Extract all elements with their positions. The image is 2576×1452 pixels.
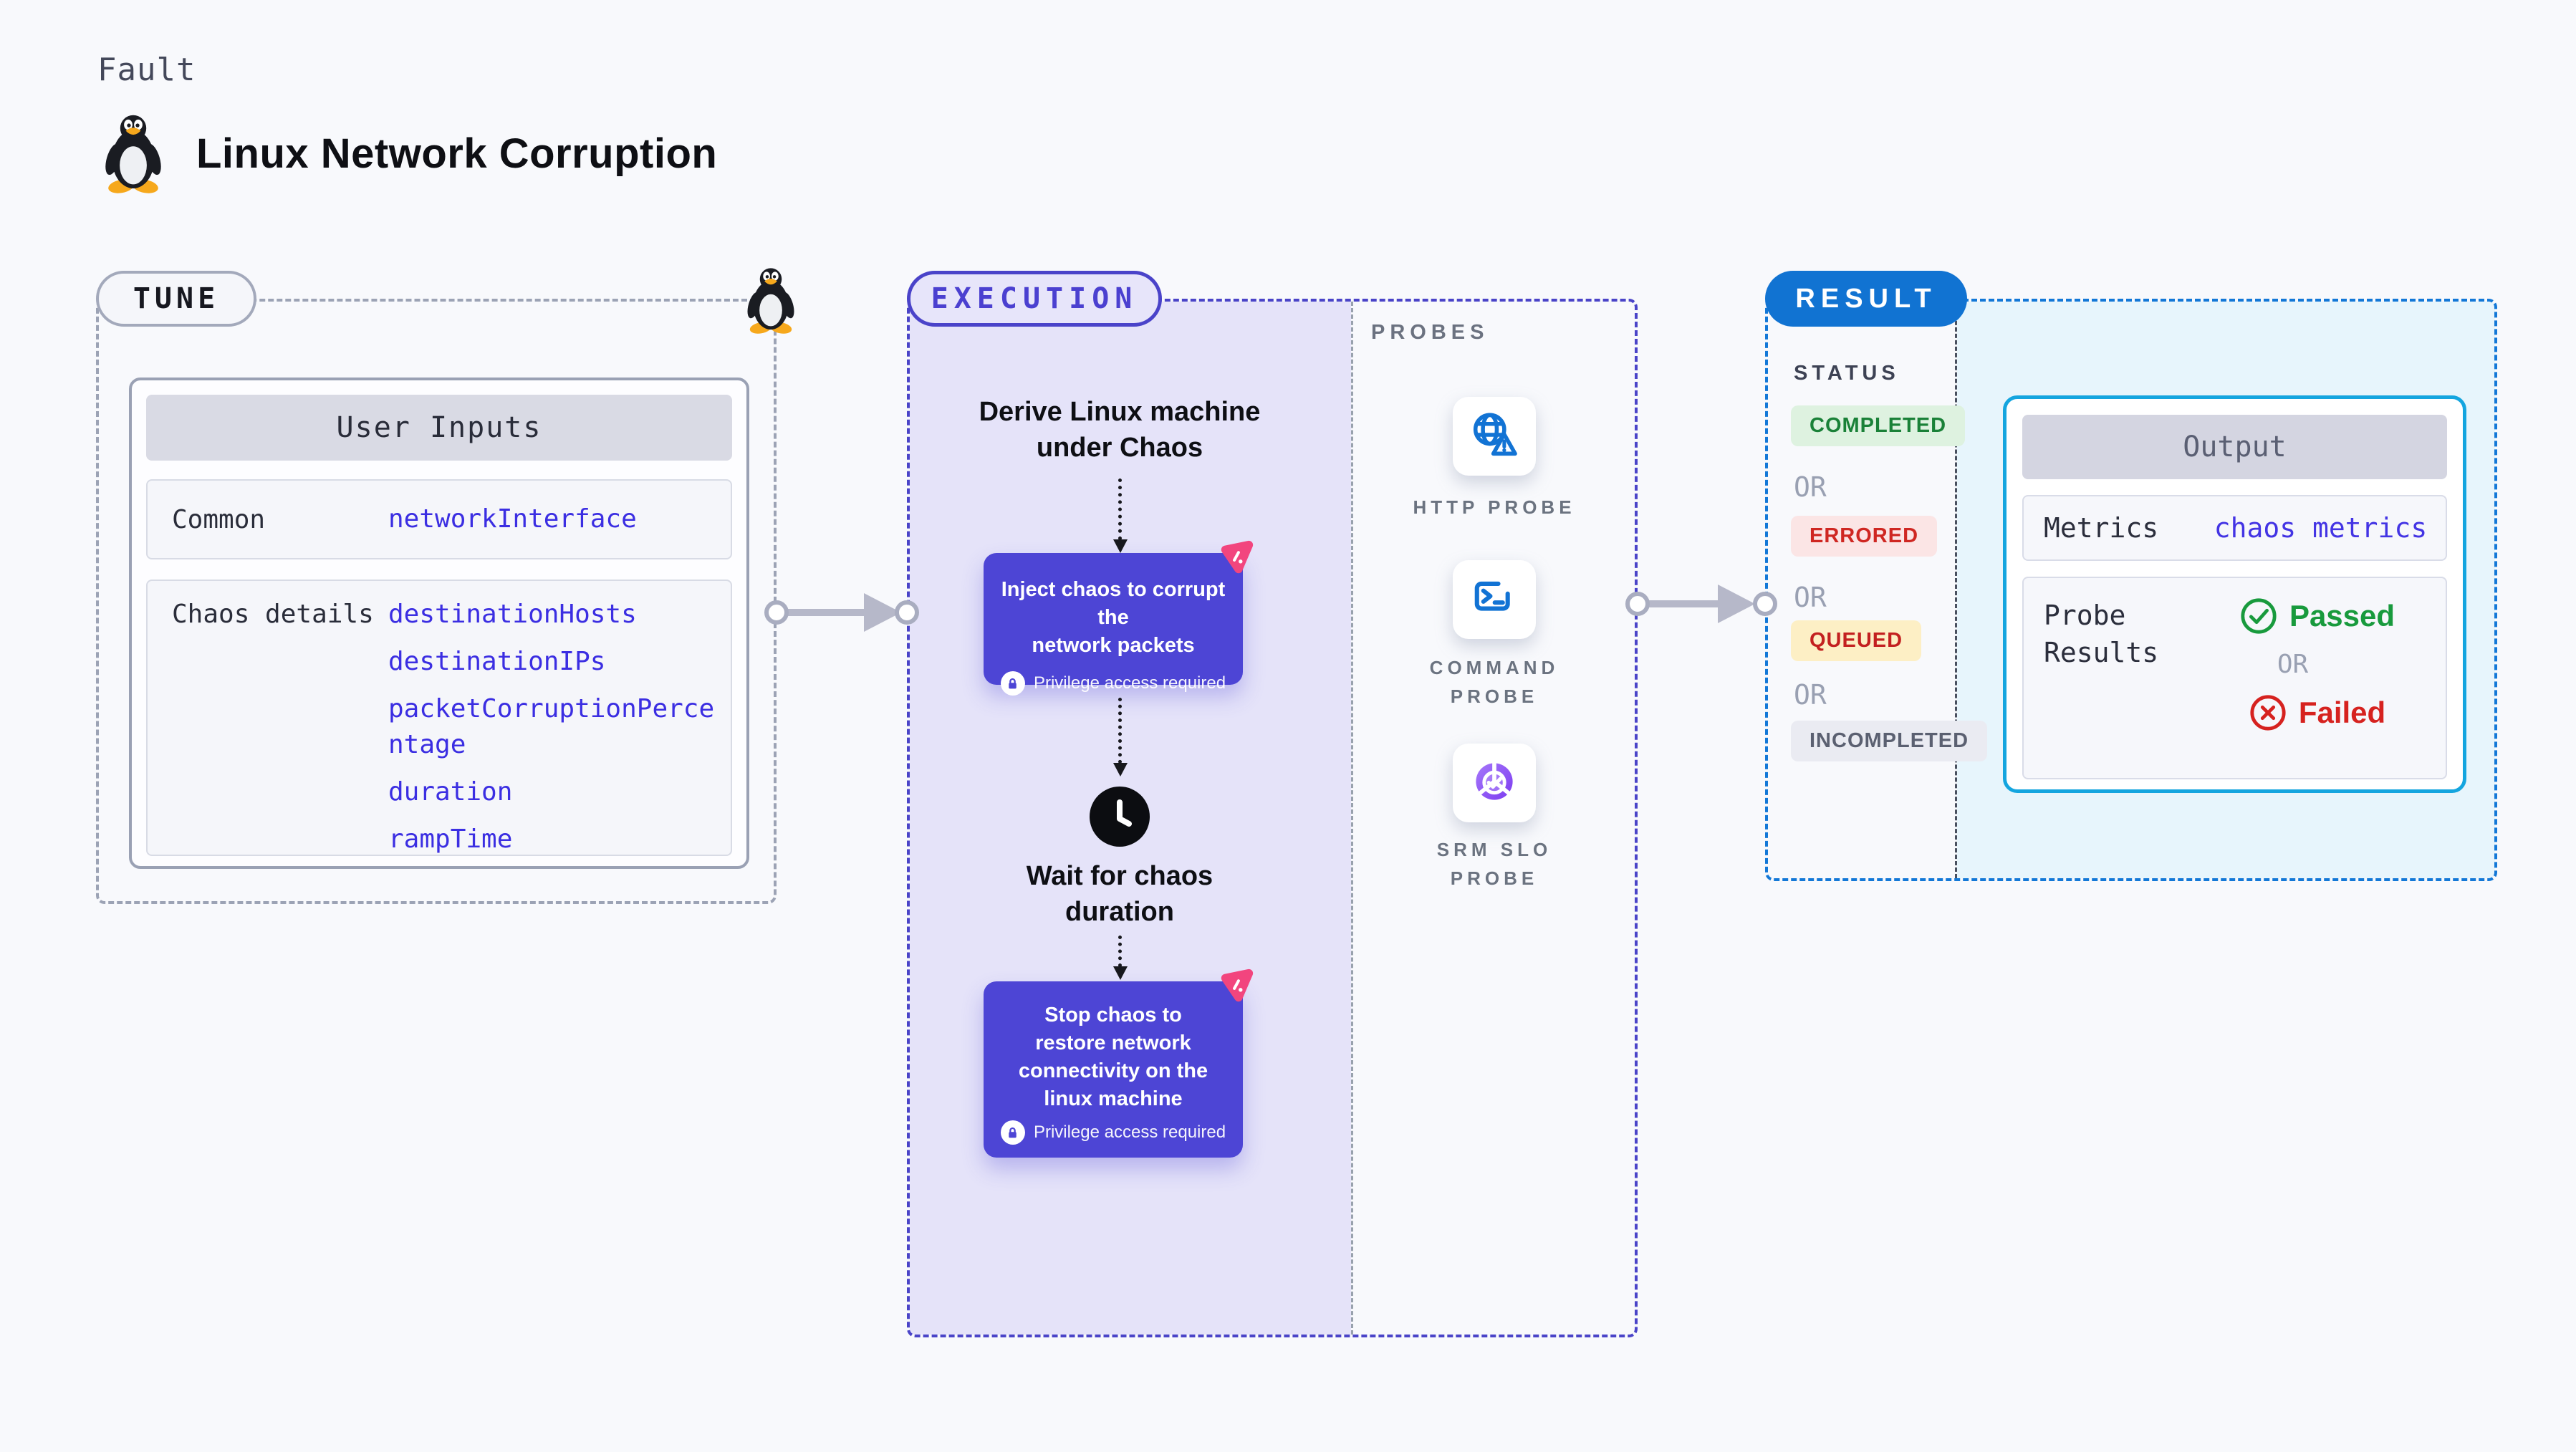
user-inputs-title: User Inputs <box>146 395 732 461</box>
privilege-label: Privilege access required <box>1033 673 1226 693</box>
failed-label: Failed <box>2298 696 2386 729</box>
input-value: packetCorruptionPercentage <box>388 694 715 759</box>
passed-label: Passed <box>2289 599 2395 633</box>
input-value: rampTime <box>388 824 513 854</box>
execution-pill: EXECUTION <box>907 271 1162 327</box>
x-circle-icon <box>2249 693 2287 732</box>
wait-step-label: Wait for chaos duration <box>1026 861 1213 927</box>
user-inputs-card: User Inputs Common networkInterface Chao… <box>129 378 749 869</box>
terminal-icon <box>1469 572 1520 628</box>
http-probe-label: HTTP PROBE <box>1413 496 1576 518</box>
input-value: duration <box>388 777 513 807</box>
tune-pill: TUNE <box>96 271 256 327</box>
row-label: Common <box>172 504 266 534</box>
stop-line: linux machine <box>1044 1087 1183 1110</box>
result-section-border <box>1765 299 2497 881</box>
status-badge-completed: COMPLETED <box>1791 405 1966 446</box>
or-separator: OR <box>1794 471 1827 503</box>
status-badge-errored: ERRORED <box>1791 516 1938 557</box>
failed-line: Failed <box>2249 693 2385 732</box>
output-card: Output Metrics chaos metrics Probe Resul… <box>2003 395 2466 793</box>
user-inputs-row-common: Common networkInterface <box>146 479 732 559</box>
metrics-label: Metrics <box>2044 512 2159 544</box>
flow-arrow <box>1113 698 1128 777</box>
inject-line: Inject chaos to corrupt the <box>1001 578 1226 629</box>
metrics-row: Metrics chaos metrics <box>2022 495 2447 561</box>
chaos-spark-icon <box>1217 539 1256 577</box>
probe-results-label: Probe Results <box>2044 600 2159 668</box>
stop-line: restore network <box>1035 1032 1191 1054</box>
row-values: networkInterface <box>388 501 725 537</box>
srm-slo-probe-label: SRM SLO PROBE <box>1436 839 1552 889</box>
or-separator: OR <box>2277 650 2309 679</box>
execution-section-border <box>907 299 1638 1337</box>
check-circle-icon <box>2239 597 2278 635</box>
input-value: networkInterface <box>388 504 637 534</box>
status-title: STATUS <box>1794 362 1900 385</box>
passed-line: Passed <box>2239 597 2395 635</box>
chaos-spark-icon <box>1217 967 1256 1006</box>
lock-icon <box>1000 1120 1025 1145</box>
privilege-badge: Privilege access required <box>984 671 1243 696</box>
probe-results-row: Probe Results Passed OR <box>2022 577 2447 779</box>
or-separator: OR <box>1794 582 1827 613</box>
metrics-value: chaos metrics <box>2214 512 2428 544</box>
command-probe-card <box>1453 560 1536 639</box>
flow-arrow <box>1113 936 1128 980</box>
stop-line: Stop chaos to <box>1044 1004 1182 1027</box>
execution-probes-divider <box>1351 302 1353 1335</box>
privilege-label: Privilege access required <box>1033 1122 1226 1142</box>
probes-title: PROBES <box>1371 321 1489 344</box>
input-value: destinationIPs <box>388 647 606 676</box>
fault-eyebrow: Fault <box>97 52 196 88</box>
row-label: Chaos details <box>172 600 374 629</box>
status-badge-incompleted: INCOMPLETED <box>1791 721 1988 761</box>
status-badge-queued: QUEUED <box>1791 620 1922 661</box>
derive-step-label: Derive Linux machine under Chaos <box>979 397 1261 463</box>
flow-arrow <box>1113 479 1128 553</box>
command-probe-label: COMMAND PROBE <box>1429 657 1559 707</box>
user-inputs-row-chaos-details: Chaos details destinationHosts destinati… <box>146 580 732 856</box>
output-title: Output <box>2022 415 2447 479</box>
lock-icon <box>1000 671 1025 696</box>
status-output-divider <box>1955 302 1957 878</box>
http-probe-card <box>1453 397 1536 476</box>
inject-line: network packets <box>1032 634 1195 657</box>
clock-icon <box>1090 787 1150 847</box>
probe-results-values: Passed OR Failed <box>2188 578 2446 778</box>
stop-line: connectivity on the <box>1018 1059 1208 1082</box>
or-separator: OR <box>1794 679 1827 711</box>
inject-chaos-card: Inject chaos to corrupt the network pack… <box>984 540 1254 696</box>
privilege-badge: Privilege access required <box>984 1120 1243 1145</box>
row-values: destinationHosts destinationIPs packetCo… <box>388 581 725 869</box>
globe-warning-icon <box>1469 409 1520 464</box>
tux-penguin-icon <box>100 113 166 193</box>
stop-chaos-card: Stop chaos to restore network connectivi… <box>984 968 1254 1158</box>
donut-check-icon <box>1468 755 1521 812</box>
tux-penguin-icon <box>744 266 798 334</box>
result-pill: RESULT <box>1765 271 1967 327</box>
title-row: Linux Network Corruption <box>100 113 717 193</box>
page-title: Linux Network Corruption <box>196 130 718 177</box>
srm-slo-probe-card <box>1453 744 1536 822</box>
input-value: destinationHosts <box>388 600 637 629</box>
